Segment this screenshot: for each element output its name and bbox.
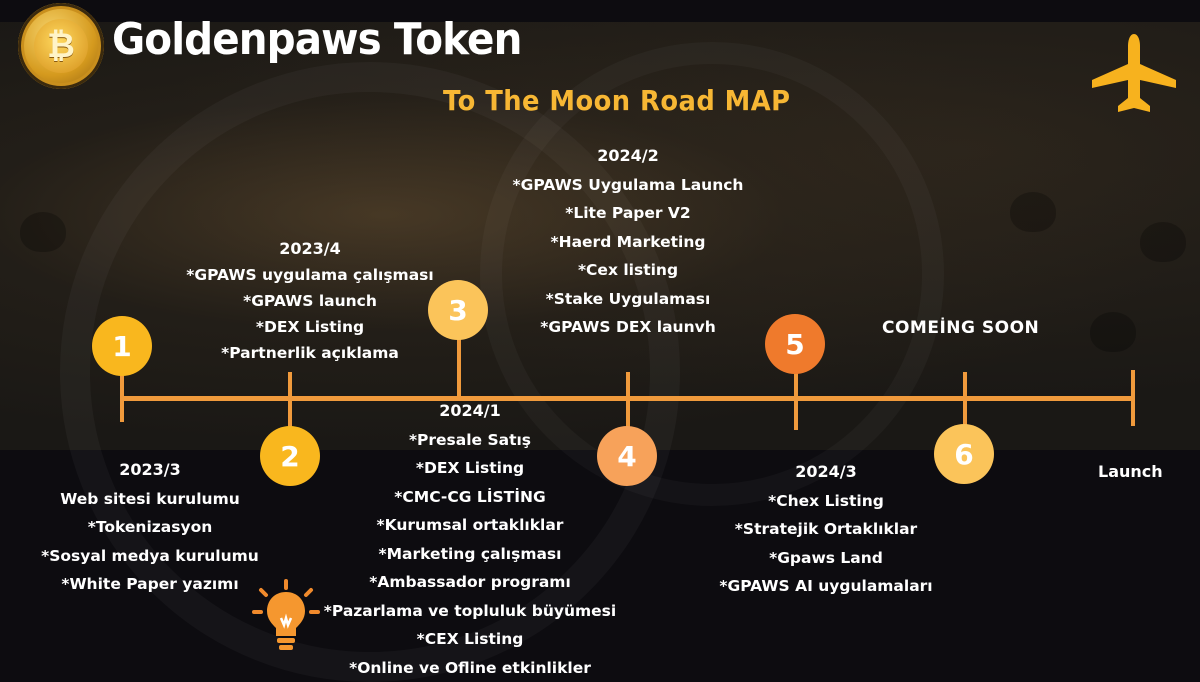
goldenpaws-logo-icon: ₿ (18, 3, 104, 89)
milestone-item: *Stratejik Ortaklıklar (676, 515, 976, 544)
timeline-start-tick (120, 374, 124, 422)
timeline-tick (457, 338, 461, 398)
milestone-item: *Kurumsal ortaklıklar (300, 511, 640, 540)
milestone-3-details: 2024/1 *Presale Satış *DEX Listing *CMC-… (300, 397, 640, 682)
milestone-item: *White Paper yazımı (20, 570, 280, 599)
timeline-tick (288, 372, 292, 430)
coming-soon-label: COMEİNG SOON (882, 318, 1039, 338)
milestone-item: *Partnerlik açıklama (180, 340, 440, 366)
timeline-end-tick (1131, 370, 1135, 426)
milestone-item: *Sosyal medya kurulumu (20, 542, 280, 571)
milestone-item: *GPAWS Uygulama Launch (492, 171, 764, 200)
milestone-item: *CEX Listing (300, 625, 640, 654)
milestone-1-details: 2023/3 Web sitesi kurulumu *Tokenizasyon… (20, 456, 280, 599)
milestone-date: 2024/3 (676, 458, 976, 487)
milestone-item: *Ambassador programı (300, 568, 640, 597)
milestone-item: *Lite Paper V2 (492, 199, 764, 228)
milestone-item: *GPAWS uygulama çalışması (180, 262, 440, 288)
milestone-item: *Cex listing (492, 256, 764, 285)
milestone-date: 2024/1 (300, 397, 640, 426)
milestone-node-1: 1 (92, 316, 152, 376)
milestone-item: *Online ve Ofline etkinlikler (300, 654, 640, 682)
milestone-item: *Marketing çalışması (300, 540, 640, 569)
milestone-item: *DEX Listing (180, 314, 440, 340)
airplane-icon (1088, 30, 1180, 116)
milestone-item: *GPAWS AI uygulamaları (676, 572, 976, 601)
milestone-item: *GPAWS DEX launvh (492, 313, 764, 342)
milestone-item: *Stake Uygulaması (492, 285, 764, 314)
milestone-item: *Presale Satış (300, 426, 640, 455)
milestone-item: *Pazarlama ve topluluk büyümesi (300, 597, 640, 626)
milestone-item: *CMC-CG LİSTİNG (300, 483, 640, 512)
milestone-item: *Haerd Marketing (492, 228, 764, 257)
paw-print-icon (1010, 192, 1056, 232)
milestone-item: Web sitesi kurulumu (20, 485, 280, 514)
brand-name: Goldenpaws Token (112, 14, 521, 65)
milestone-item: *Gpaws Land (676, 544, 976, 573)
paw-print-icon (20, 212, 66, 252)
milestone-date: 2024/2 (492, 142, 764, 171)
milestone-2-details: 2023/4 *GPAWS uygulama çalışması *GPAWS … (180, 236, 440, 366)
milestone-date: 2023/4 (180, 236, 440, 262)
lightbulb-icon (252, 578, 320, 654)
launch-label: Launch (1098, 462, 1163, 481)
milestone-item: *DEX Listing (300, 454, 640, 483)
paw-print-icon (1140, 222, 1186, 262)
milestone-node-5: 5 (765, 314, 825, 374)
paw-print-icon (1090, 312, 1136, 352)
milestone-item: *GPAWS launch (180, 288, 440, 314)
milestone-item: *Chex Listing (676, 487, 976, 516)
timeline-tick (963, 372, 967, 430)
milestone-date: 2023/3 (20, 456, 280, 485)
milestone-item: *Tokenizasyon (20, 513, 280, 542)
timeline-tick (794, 372, 798, 430)
milestone-5-details: 2024/3 *Chex Listing *Stratejik Ortaklık… (676, 458, 976, 601)
milestone-4-details: 2024/2 *GPAWS Uygulama Launch *Lite Pape… (492, 142, 764, 342)
roadmap-title: To The Moon Road MAP (443, 84, 790, 117)
